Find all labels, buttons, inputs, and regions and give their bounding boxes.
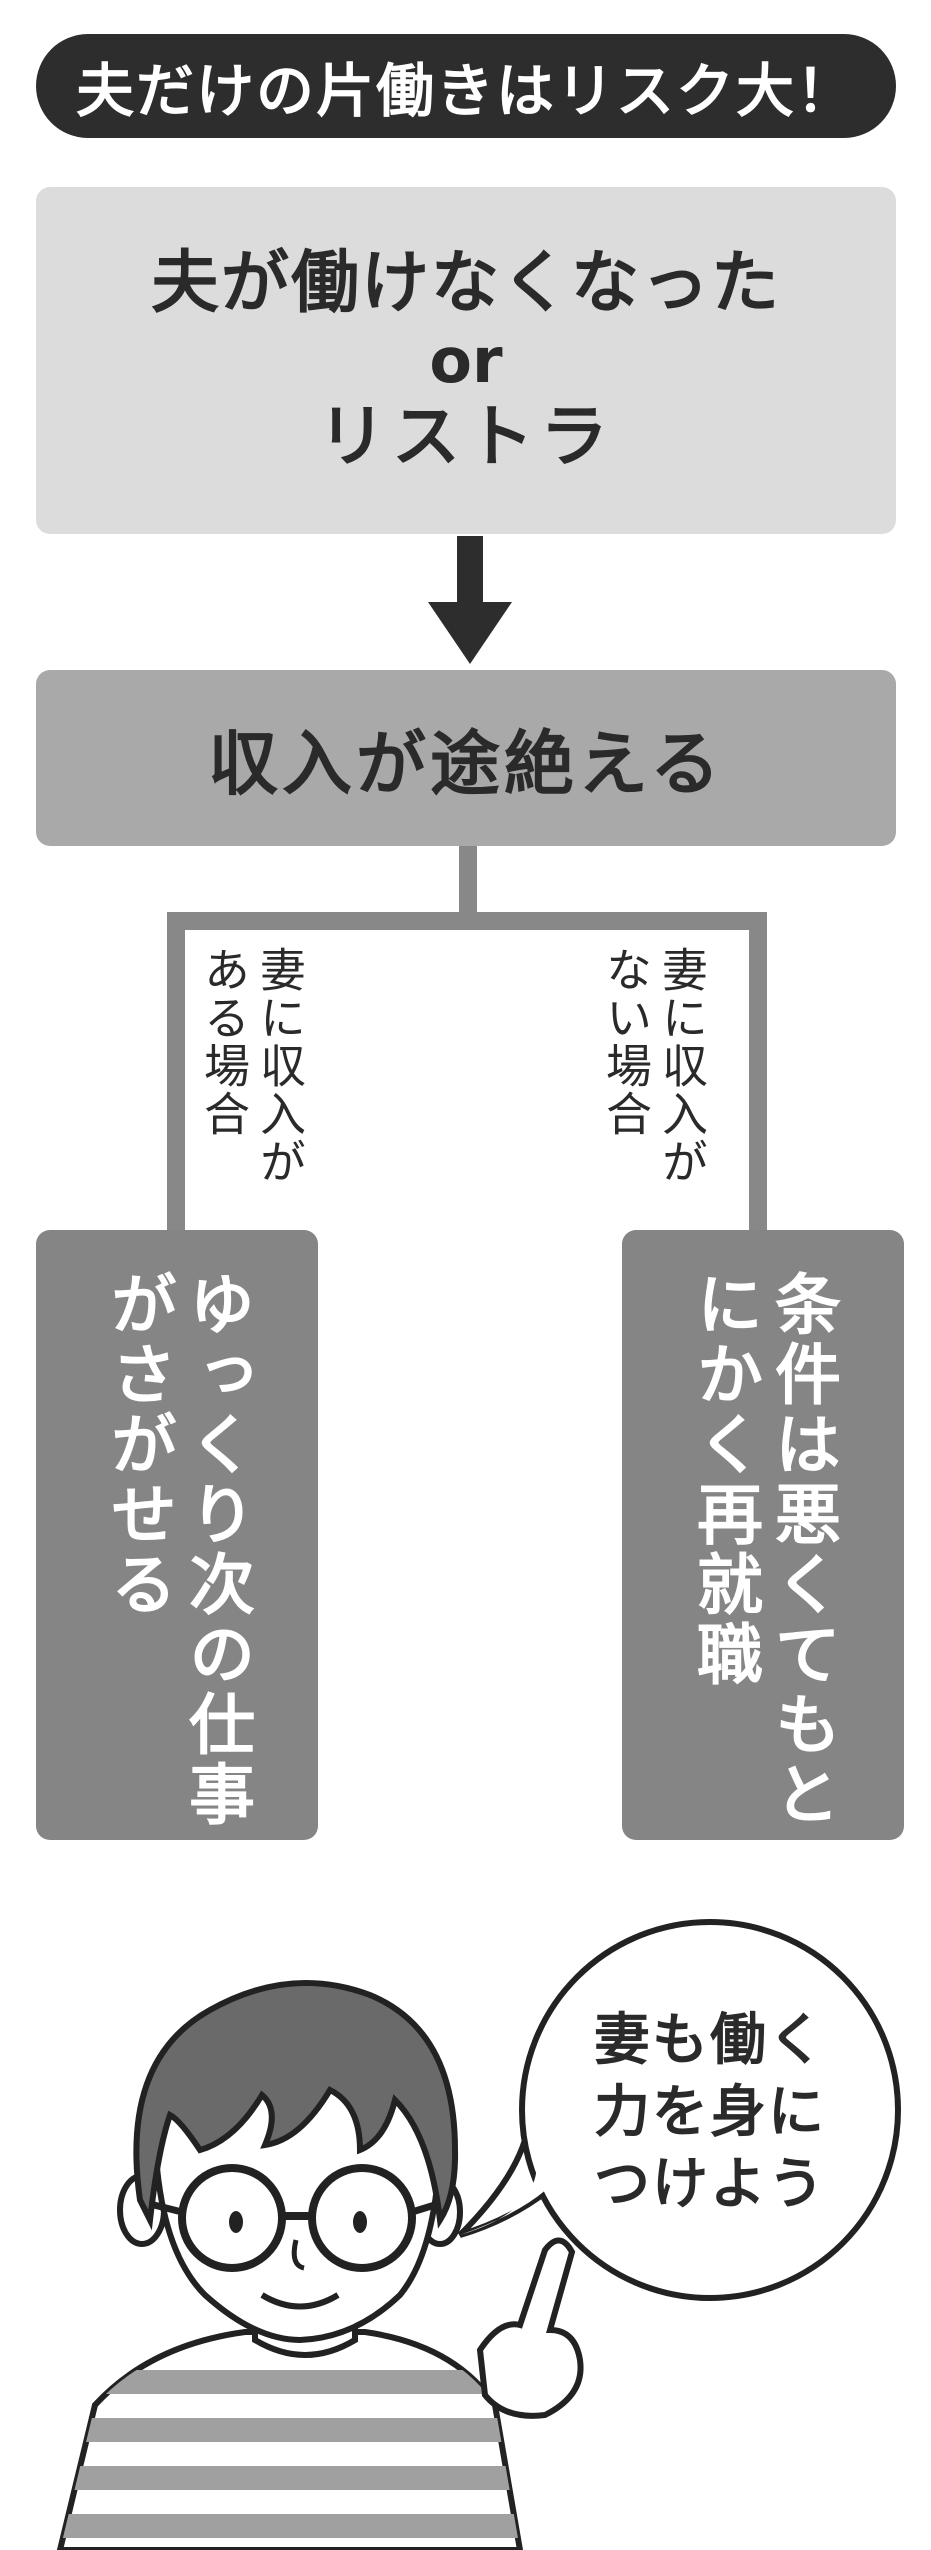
- result-has-income-box: ゆっくり次の仕事がさがせる: [36, 1230, 318, 1840]
- result-has-income-line2: 仕事がさがせる: [100, 1270, 255, 1830]
- result-has-income-text: ゆっくり次の仕事がさがせる: [99, 1270, 255, 1840]
- branch-label-has-income: 妻に収入がある場合: [196, 946, 308, 1216]
- character-illustration: [56, 1919, 901, 2550]
- speech-line-1: 妻も働く: [594, 2008, 826, 2073]
- result-has-income-line1: ゆっくり次の: [178, 1270, 255, 1690]
- speech-bubble-text: 妻も働く 力を身に つけよう: [560, 2005, 860, 2221]
- branch-label-has-income-line1: 妻に収入が: [253, 946, 307, 1186]
- cause-line-3: リストラ: [317, 397, 614, 477]
- branch-label-no-income-line1: 妻に収入が: [655, 946, 709, 1186]
- result-no-income-line1: 条件は悪くても: [764, 1270, 841, 1760]
- cause-box: 夫が働けなくなった or リストラ: [36, 187, 896, 534]
- cause-line-1: 夫が働けなくなった: [150, 243, 781, 323]
- cause-line-2: or: [429, 323, 503, 397]
- branch-label-no-income-line2: ない場合: [599, 946, 653, 1138]
- speech-line-3: つけよう: [594, 2152, 826, 2217]
- result-no-income-line2: とにかく再就職: [686, 1270, 841, 1830]
- branch-label-no-income: 妻に収入がない場合: [598, 946, 710, 1216]
- branch-connector: [167, 846, 767, 1236]
- page-title: 夫だけの片働きはリスク大！: [36, 34, 896, 138]
- branch-label-has-income-line2: ある場合: [197, 946, 251, 1138]
- result-no-income-box: 条件は悪くてもとにかく再就職: [622, 1230, 904, 1840]
- result-no-income-text: 条件は悪くてもとにかく再就職: [685, 1270, 841, 1840]
- speech-line-2: 力を身に: [594, 2080, 826, 2145]
- down-arrow-icon: [428, 536, 512, 664]
- income-loss-box: 収入が途絶える: [36, 670, 896, 846]
